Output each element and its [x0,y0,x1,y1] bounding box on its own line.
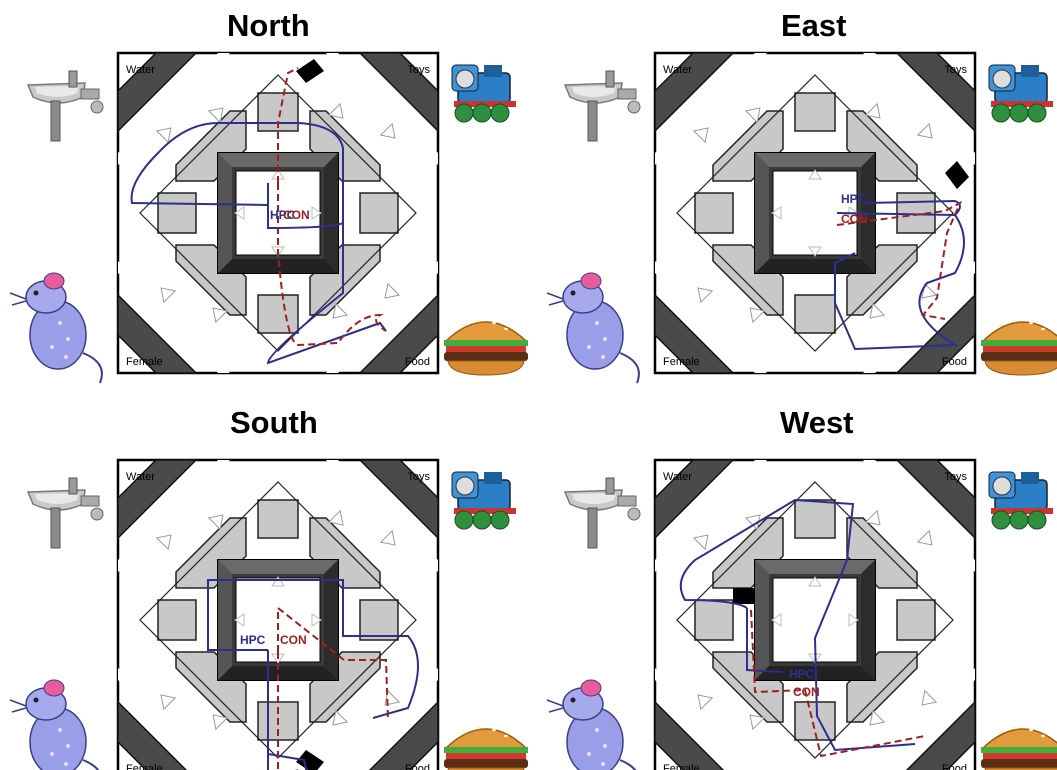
corner-label-female: Female [663,763,700,770]
maze-block [897,600,935,640]
mouse-icon [10,273,102,383]
water-fountain-icon [565,478,640,548]
hamburger-icon [444,320,528,375]
panel-south: South WaterToysFemaleFoodHPCCON [0,385,528,770]
label-hpc: HPC [841,192,867,206]
mouse-icon [547,680,639,770]
corner-label-toys: Toys [407,471,430,483]
mouse-icon [547,273,639,383]
label-con: CON [793,685,820,699]
maze-block [158,600,196,640]
hamburger-icon [444,727,528,770]
label-hpc: HPC [789,667,815,681]
corner-label-water: Water [663,64,692,76]
label-con: CON [280,633,307,647]
corner-label-toys: Toys [944,471,967,483]
maze-block [795,500,835,538]
corner-label-food: Food [405,763,430,770]
mouse-icon [10,680,102,770]
corner-label-female: Female [126,763,163,770]
maze-block [258,500,298,538]
corner-label-toys: Toys [407,64,430,76]
corner-label-toys: Toys [944,64,967,76]
maze-block [158,193,196,233]
hamburger-icon [981,320,1057,375]
maze-block [695,600,733,640]
water-fountain-icon [28,478,103,548]
maze-block [795,93,835,131]
maze-diagram: Water ToysFemale Food HPC CON [0,385,528,770]
toy-train-icon [452,472,516,529]
water-fountain-icon [28,71,103,141]
maze-block [795,295,835,333]
maze-diagram: Water ToysFemale Food HPC CON [528,385,1057,770]
maze-block [258,295,298,333]
maze-block [360,600,398,640]
corner-label-water: Water [126,471,155,483]
exit-door [733,588,755,604]
toy-train-icon [989,65,1053,122]
water-fountain-icon [565,71,640,141]
corner-label-food: Food [942,356,967,368]
toy-train-icon [989,472,1053,529]
maze-block [360,193,398,233]
corner-label-food: Food [405,356,430,368]
label-hpc: HPC [240,633,266,647]
maze-block [695,193,733,233]
corner-label-water: Water [663,471,692,483]
label-con: CON [841,212,868,226]
hamburger-icon [981,727,1057,770]
corner-label-female: Female [663,356,700,368]
corner-label-food: Food [942,763,967,770]
corner-label-water: Water [126,64,155,76]
toy-train-icon [452,65,516,122]
label-con: CON [283,208,310,222]
corner-label-female: Female [126,356,163,368]
